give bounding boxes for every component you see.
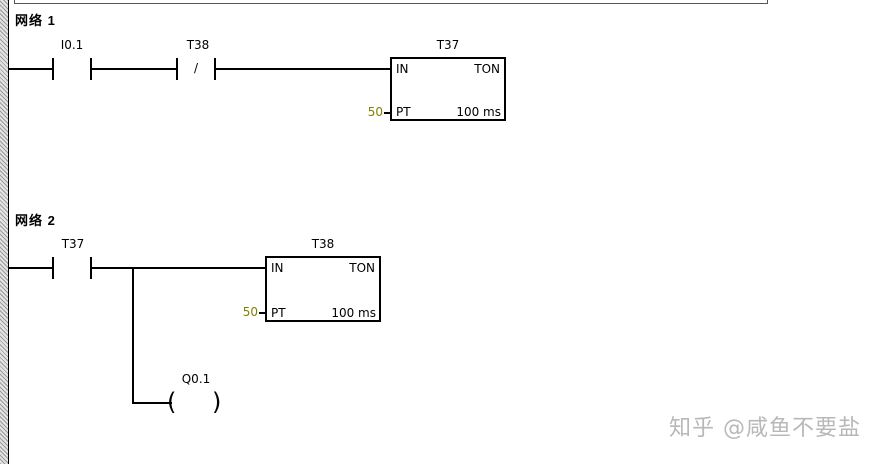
coil-q01-left-paren[interactable]: ( (167, 388, 177, 416)
n2-wire-rail-to-t37 (9, 267, 53, 269)
contact-t37-label: T37 (61, 237, 85, 251)
n1-wire-i01-to-t38 (92, 68, 176, 70)
contact-i01-right-bar[interactable] (90, 58, 92, 80)
contact-i01-label: I0.1 (60, 38, 84, 52)
left-power-rail (0, 0, 9, 464)
timer-t37-type: TON (474, 62, 500, 76)
n2-branch-to-coil (132, 402, 172, 404)
n1-wire-t38-to-timer (216, 68, 392, 70)
contact-t37-left-bar[interactable] (52, 257, 54, 279)
timer-t38-name: T38 (311, 237, 335, 251)
contact-t38-nc-left-bar[interactable] (176, 58, 178, 80)
timer-t37-resolution: 100 ms (456, 105, 501, 119)
timer-t38-pt-pin: PT (271, 306, 286, 320)
timer-t38-resolution: 100 ms (331, 306, 376, 320)
timer-t38-pt-lead (259, 312, 265, 314)
contact-t37-right-bar[interactable] (90, 257, 92, 279)
network-2-title: 网络 2 (15, 213, 56, 228)
timer-t37-preset-value[interactable]: 50 (367, 105, 383, 119)
coil-q01-label: Q0.1 (181, 372, 211, 386)
zhihu-watermark: 知乎 @咸鱼不要盐 (669, 416, 861, 441)
contact-t38-nc-slash: / (194, 61, 199, 75)
n1-wire-rail-to-i01 (9, 68, 53, 70)
editor-top-edge (14, 0, 768, 4)
timer-t37-pt-lead (384, 112, 390, 114)
n2-wire-t37-to-timer (92, 267, 266, 269)
n2-branch-vertical (132, 267, 134, 404)
contact-t38-nc-label: T38 (186, 38, 210, 52)
coil-q01-right-paren[interactable]: ) (212, 388, 222, 416)
contact-i01-left-bar[interactable] (52, 58, 54, 80)
timer-t38-preset-value[interactable]: 50 (242, 305, 258, 319)
network-1-title: 网络 1 (15, 13, 56, 28)
timer-t37-pt-pin: PT (396, 105, 411, 119)
contact-t38-nc-right-bar[interactable] (214, 58, 216, 80)
timer-t37-box[interactable]: IN TON PT 100 ms (390, 57, 506, 121)
timer-t37-name: T37 (436, 38, 460, 52)
timer-t38-in-pin: IN (271, 261, 284, 275)
timer-t38-type: TON (349, 261, 375, 275)
timer-t37-in-pin: IN (396, 62, 409, 76)
timer-t38-box[interactable]: IN TON PT 100 ms (265, 256, 381, 322)
